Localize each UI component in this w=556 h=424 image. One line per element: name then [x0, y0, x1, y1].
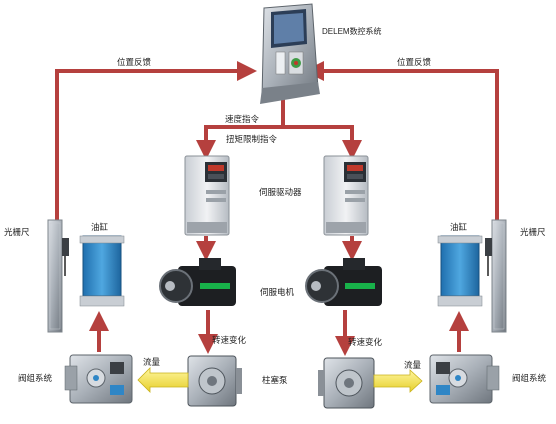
speed-change-label-left: 转速变化 — [212, 336, 247, 346]
command-bus — [196, 96, 362, 160]
grating-scale-right — [485, 219, 507, 333]
servo-motor-label: 伺服电机 — [260, 288, 295, 298]
valve-to-cylinder-arrows — [89, 311, 469, 352]
flow-label-right: 流量 — [404, 361, 422, 371]
flow-label-left: 流量 — [143, 358, 161, 368]
servo-motor-left — [159, 258, 236, 306]
servo-driver-right — [323, 155, 369, 236]
feedback-line-left — [55, 61, 257, 222]
valve-group-right — [429, 354, 500, 404]
driver-to-motor-arrows — [196, 236, 362, 261]
speed-command-label: 速度指令 — [225, 115, 260, 125]
motor-to-pump-arrows — [198, 310, 355, 356]
delem-controller — [260, 3, 320, 104]
grating-scale-left — [47, 219, 69, 333]
servo-driver-left — [184, 155, 230, 236]
feedback-line-right — [304, 61, 499, 222]
cylinder-label-left: 油缸 — [91, 223, 109, 233]
torque-command-label: 扭矩限制指令 — [226, 135, 278, 145]
scale-label-right: 光栅尺 — [520, 228, 546, 238]
flow-arrow-left — [137, 367, 189, 393]
piston-pump-label: 柱塞泵 — [262, 376, 288, 386]
valve-label-right: 阀组系统 — [512, 374, 547, 384]
oil-cylinder-left — [79, 235, 125, 307]
servo-motor-right — [305, 258, 382, 306]
controller-label: DELEM数控系统 — [322, 27, 382, 36]
oil-cylinder-right — [437, 235, 483, 307]
servo-driver-label: 伺服驱动器 — [259, 188, 302, 198]
speed-change-label-right: 转速变化 — [348, 338, 383, 348]
cylinder-label-right: 油缸 — [450, 223, 468, 233]
piston-pump-right — [318, 357, 375, 409]
scale-label-left: 光栅尺 — [4, 228, 30, 238]
flow-arrow-right — [373, 369, 423, 393]
valve-label-left: 阀组系统 — [18, 374, 53, 384]
feedback-label-right: 位置反馈 — [397, 58, 432, 68]
piston-pump-left — [187, 355, 242, 407]
valve-group-left — [64, 354, 133, 404]
feedback-label-left: 位置反馈 — [117, 58, 152, 68]
